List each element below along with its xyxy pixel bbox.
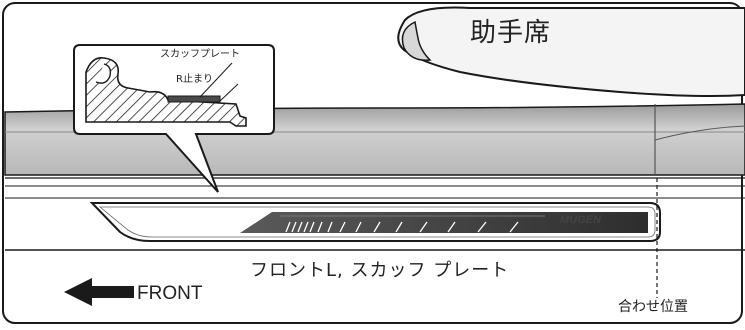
door-outline: [397, 6, 745, 97]
door-handle: [401, 20, 432, 61]
r-stop-callout-label: R止まり: [176, 74, 213, 85]
stripe-slashes: [285, 221, 519, 233]
sill-panel-curve: [654, 125, 745, 141]
scuff-plate-section: [167, 95, 221, 103]
seat-label: 助手席: [470, 18, 552, 48]
scuff-plate-inner: [98, 206, 656, 238]
cross-section-clip: [95, 63, 112, 84]
leader-scuff-plate: [199, 62, 233, 98]
brand-logo: MUGEN: [560, 214, 601, 226]
alignment-position-label: 合わせ位置: [618, 299, 688, 315]
part-name-label: フロントL, スカッフ プレート: [250, 260, 510, 281]
front-arrow-icon: [64, 278, 134, 306]
scuff-plate-callout-label: スカッフプレート: [160, 49, 240, 60]
front-direction-label: FRONT: [137, 283, 203, 304]
leader-r-stop: [219, 83, 239, 102]
